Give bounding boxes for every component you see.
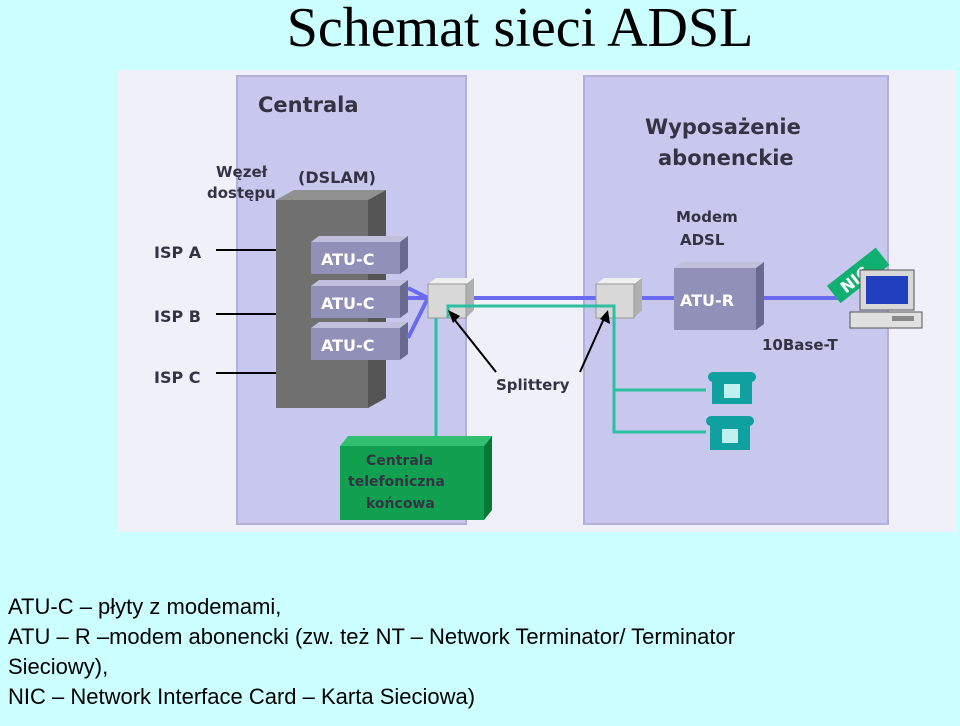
exchange-label-line3: końcowa <box>366 496 435 512</box>
exchange-label-line2: telefoniczna <box>348 474 445 490</box>
exchange-label-line1: Centrala <box>366 453 433 469</box>
dslam-label: (DSLAM) <box>298 168 376 187</box>
caption-line-2: ATU – R –modem abonencki (zw. też NT – N… <box>8 624 736 649</box>
subscriber-label-line1: Wyposażenie <box>645 115 801 139</box>
splitter-subscriber <box>595 278 642 319</box>
access-node-label-line1: Węzeł <box>216 163 268 181</box>
adsl-network-diagram: Centrala Wyposażenie abonenckie Węzeł do… <box>118 70 955 532</box>
splitters-label: Splittery <box>496 376 570 394</box>
access-node-label-line2: dostępu <box>207 184 276 202</box>
dsl-line-3 <box>406 297 430 339</box>
modem-label-line1: Modem <box>676 208 738 226</box>
atu-r-label: ATU-R <box>680 291 734 310</box>
voice-line-phone-2 <box>612 390 706 434</box>
atu-c-label-1: ATU-C <box>321 250 374 269</box>
caption-text: ATU-C – płyty z modemami, ATU – R –modem… <box>8 592 958 712</box>
modem-label-line2: ADSL <box>680 231 725 249</box>
phone-icon-1 <box>708 372 756 404</box>
isp-b-label: ISP B <box>154 307 201 326</box>
splitter-arrow-right <box>579 313 607 373</box>
atu-r-modem: ATU-R <box>674 262 764 330</box>
dslam-box-top <box>276 190 386 200</box>
ethernet-label: 10Base-T <box>762 336 839 354</box>
computer-icon <box>849 269 923 329</box>
atu-c-module-2: ATU-C <box>311 280 408 318</box>
atu-c-label-2: ATU-C <box>321 294 374 313</box>
voice-line-link <box>446 304 616 318</box>
central-office-label: Centrala <box>258 93 359 117</box>
isp-a-label: ISP A <box>154 243 202 262</box>
caption-line-4: NIC – Network Interface Card – Karta Sie… <box>8 684 476 709</box>
atu-c-label-3: ATU-C <box>321 336 374 355</box>
atu-c-module-1: ATU-C <box>311 236 408 274</box>
splitter-arrowhead-left <box>448 310 460 323</box>
caption-line-1: ATU-C – płyty z modemami, <box>8 594 282 619</box>
exchange-box: Centrala telefoniczna końcowa <box>340 436 492 520</box>
isp-c-label: ISP C <box>154 368 201 387</box>
caption-line-3: Sieciowy), <box>8 654 109 679</box>
atu-c-module-3: ATU-C <box>311 322 408 360</box>
slide-title: Schemat sieci ADSL <box>286 0 754 59</box>
splitter-arrow-left <box>449 313 497 373</box>
splitter-arrowhead-right <box>600 310 610 324</box>
phone-icon-2 <box>706 416 754 450</box>
subscriber-label-line2: abonenckie <box>658 146 794 170</box>
